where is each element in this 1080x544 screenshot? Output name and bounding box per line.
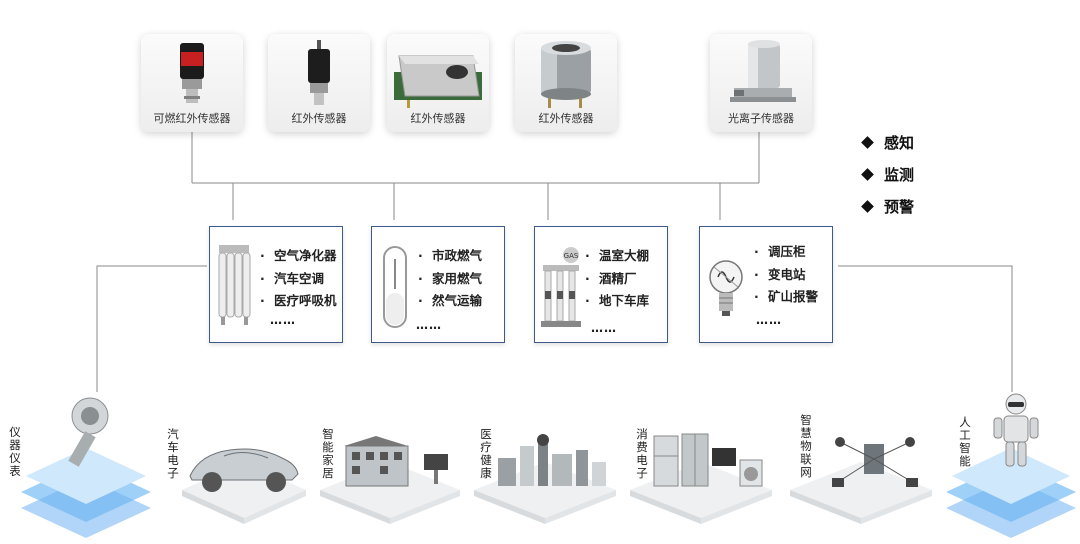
appliances-icon <box>653 433 763 487</box>
diamond-bullet-icon <box>861 200 874 213</box>
list-item: ·家用燃气 <box>418 270 483 286</box>
more-indicator: …… <box>756 313 782 327</box>
list-item: ·汽车空调 <box>260 270 325 286</box>
legend-item: 监测 <box>860 162 914 194</box>
application-box: ·市政燃气 ·家用燃气 ·然气运输 …… <box>371 226 505 343</box>
more-indicator: …… <box>416 318 442 332</box>
blue-platform <box>21 448 151 538</box>
gray-platform <box>790 462 932 524</box>
radiator-icon <box>218 245 251 325</box>
sensor-label: 红外传感器 <box>291 112 347 125</box>
list-item: ·温室大棚 <box>585 248 650 263</box>
field-label: 消费电子 <box>636 427 648 480</box>
gas-label: GAS <box>564 252 579 260</box>
legend-item: 预警 <box>860 194 914 226</box>
application-list: ·温室大棚 ·酒精厂 ·地下车库 <box>585 245 649 313</box>
application-box: ·空气净化器 ·汽车空调 ·医疗呼吸机 …… <box>209 226 343 343</box>
legend: 感知 监测 预警 <box>860 130 914 226</box>
application-list: ·空气净化器 ·汽车空调 ·医疗呼吸机 <box>260 245 337 313</box>
blue-platform <box>946 448 1076 538</box>
sensor-label: 可燃红外传感器 <box>153 112 231 125</box>
application-list: ·市政燃气 ·家用燃气 ·然气运输 <box>418 245 482 313</box>
sensor-label: 红外传感器 <box>410 112 466 125</box>
list-item: ·矿山报警 <box>754 289 819 304</box>
light-bulb-icon <box>709 260 743 316</box>
gas-pump-icon: GAS <box>541 247 581 327</box>
list-item: ·变电站 <box>754 266 806 282</box>
diamond-bullet-icon <box>861 168 874 181</box>
field-label: 智慧物联网 <box>800 413 812 479</box>
application-box: GAS ·温室大棚 ·酒精厂 ·地下车库 …… <box>534 226 668 343</box>
sensor-card: 红外传感器 <box>515 34 617 132</box>
field-label: 仪器仪表 <box>9 425 21 478</box>
list-item: ·空气净化器 <box>260 248 337 263</box>
gas-cylinder-icon <box>383 246 407 328</box>
list-item: ·市政燃气 <box>418 248 483 263</box>
field-label: 人工智能 <box>959 415 971 468</box>
application-list: ·调压柜 ·变电站 ·矿山报警 <box>754 241 818 309</box>
field-label: 医疗健康 <box>480 427 492 480</box>
sensor-label: 红外传感器 <box>538 112 594 125</box>
infrared-sensor-icon <box>308 40 330 105</box>
more-indicator: …… <box>270 313 296 327</box>
infrared-can-sensor-icon <box>541 41 591 108</box>
instrument-icon <box>68 397 109 467</box>
field-label: 智能家居 <box>322 427 334 480</box>
application-box: ·调压柜 ·变电站 ·矿山报警 …… <box>699 226 833 343</box>
car-icon <box>189 448 299 492</box>
list-item: ·调压柜 <box>754 244 806 259</box>
smart-home-icon <box>344 436 448 487</box>
diamond-bullet-icon <box>861 136 874 149</box>
sensor-label: 光离子传感器 <box>728 112 794 125</box>
robot-icon <box>993 393 1039 467</box>
combustible-infrared-sensor-icon <box>180 43 204 103</box>
list-item: ·医疗呼吸机 <box>260 293 337 308</box>
sensor-card: 红外传感器 <box>387 34 489 132</box>
list-item: ·然气运输 <box>418 293 483 308</box>
field-label: 汽车电子 <box>167 427 179 480</box>
sensor-card: 可燃红外传感器 <box>141 34 243 132</box>
sensor-card: 红外传感器 <box>268 34 370 132</box>
list-item: ·地下车库 <box>585 293 650 308</box>
photoionization-sensor-icon <box>730 40 796 102</box>
medical-equipment-icon <box>498 434 606 486</box>
more-indicator: …… <box>591 321 617 335</box>
legend-item: 感知 <box>860 130 914 162</box>
list-item: ·酒精厂 <box>585 270 637 286</box>
iot-network-icon <box>832 437 918 487</box>
infrared-board-sensor-icon <box>394 55 482 108</box>
sensor-card: 光离子传感器 <box>710 34 812 132</box>
